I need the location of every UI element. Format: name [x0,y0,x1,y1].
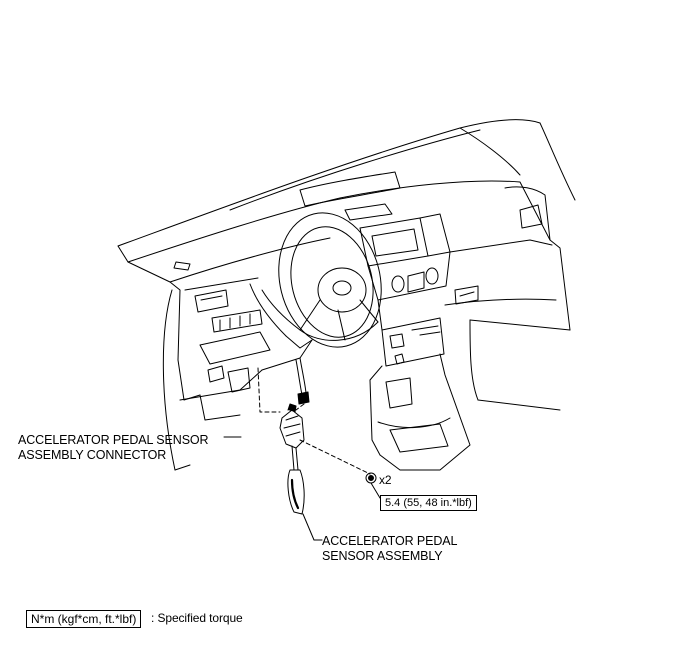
torque-value-box: 5.4 (55, 48 in.*lbf) [380,495,477,511]
legend-unit-box: N*m (kgf*cm, ft.*lbf) [26,610,142,628]
connector-callout-line2: ASSEMBLY CONNECTOR [18,448,167,462]
steering-wheel [249,212,382,349]
assembly-callout: ACCELERATOR PEDAL SENSOR ASSEMBLY [322,534,457,564]
dashboard-top [117,171,571,331]
right-panel [419,239,571,411]
assembly-callout-line2: SENSOR ASSEMBLY [322,549,443,563]
center-console [359,213,471,471]
assembly-callout-line1: ACCELERATOR PEDAL [322,534,458,548]
leader-lines [223,436,381,541]
guide-lines [257,367,371,475]
bolt-quantity: x2 [379,473,392,487]
bolt-icon [365,472,377,484]
connector-harness [295,357,310,405]
accelerator-pedal [279,403,305,515]
connector-callout-line1: ACCELERATOR PEDAL SENSOR [18,433,209,447]
legend-description: : Specified torque [151,611,243,625]
connector-callout: ACCELERATOR PEDAL SENSOR ASSEMBLY CONNEC… [18,433,209,463]
windshield-outline [117,119,576,247]
